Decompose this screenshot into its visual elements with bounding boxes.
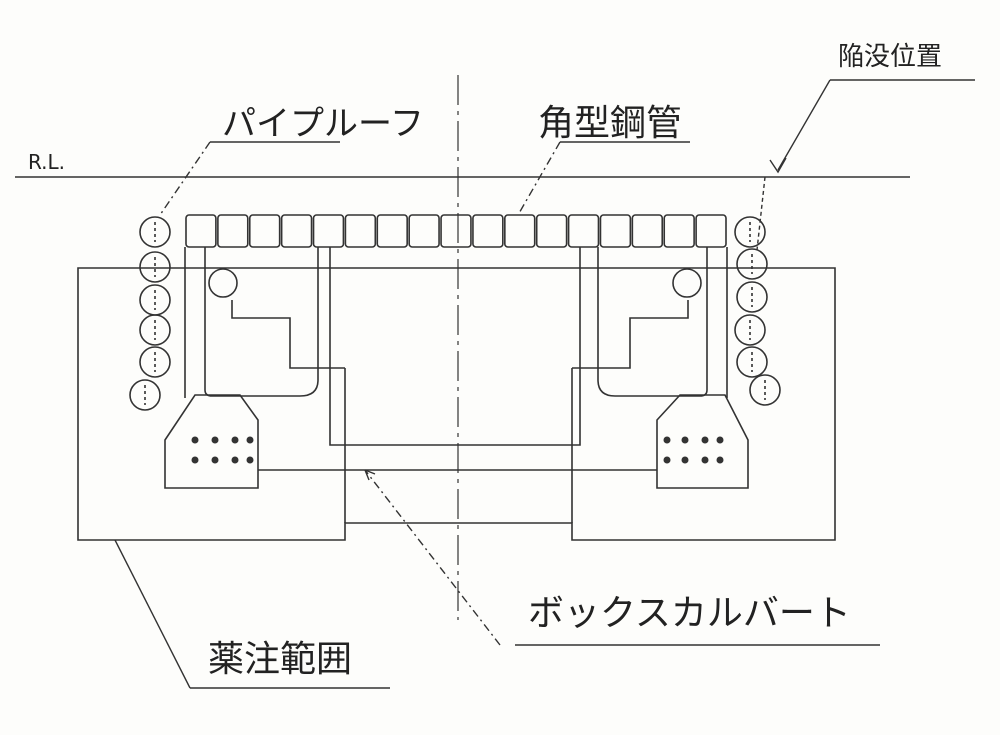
square-steel-pipe-label: 角型鋼管	[538, 103, 683, 144]
rebar-dot	[191, 436, 199, 444]
square-steel-pipe	[344, 214, 377, 248]
pipe-roof-pipe	[736, 248, 768, 280]
pipe-roof-pipe	[139, 251, 171, 283]
rebar-dot	[211, 436, 219, 444]
rebar-dot	[701, 436, 709, 444]
collapse-position-label: 陥没位置	[838, 42, 943, 72]
rebar-dot	[231, 436, 239, 444]
square-steel-pipe	[472, 214, 504, 248]
square-steel-pipe	[408, 214, 440, 248]
square-steel-pipe	[280, 214, 313, 248]
pipe-roof-pipe	[749, 374, 781, 406]
pipe-roof-pipe	[734, 216, 766, 248]
rebar-dot	[191, 456, 199, 464]
square-steel-pipe	[248, 214, 281, 248]
rebar-dot	[716, 456, 724, 464]
square-steel-pipe	[185, 214, 217, 248]
leader-lines	[114, 79, 975, 689]
square-steel-pipe	[217, 214, 249, 248]
square-steel-pipe	[535, 214, 568, 248]
square-steel-pipe	[631, 214, 664, 248]
pipe-roof-label: パイプルーフ	[222, 104, 424, 144]
pipe-roof-pipe	[139, 284, 171, 316]
square-steel-pipe	[599, 214, 632, 248]
pipe-roof-pipe	[139, 314, 171, 346]
rebar-dot	[681, 456, 689, 464]
square-steel-pipe	[376, 214, 408, 248]
square-steel-pipe	[695, 214, 727, 248]
rebar-dot	[663, 436, 671, 444]
pipe-roof-circles	[129, 216, 781, 411]
rebar-dot	[231, 456, 239, 464]
reference-level-label: R.L.	[28, 150, 66, 174]
square-steel-pipe-row	[185, 214, 727, 248]
rebar-dot	[246, 456, 254, 464]
pipe-roof-pipe	[736, 346, 768, 378]
rebar-dot	[716, 436, 724, 444]
rebar-dot	[246, 436, 254, 444]
pipe-roof-pipe	[129, 379, 161, 411]
rebar-dot	[663, 456, 671, 464]
pipe-roof-pipe	[139, 216, 171, 248]
pipe-roof-pipe	[139, 346, 171, 378]
square-steel-pipe	[440, 214, 472, 248]
square-steel-pipe	[567, 214, 600, 248]
box-culvert	[164, 247, 749, 523]
square-steel-pipe	[504, 214, 536, 248]
rebar-dot	[211, 456, 219, 464]
grouting-range-outline	[77, 267, 836, 541]
grouting-range-label: 薬注範囲	[208, 639, 353, 680]
pipe-roof-pipe	[734, 314, 766, 346]
square-steel-pipe	[312, 214, 345, 248]
rebar-dot	[701, 456, 709, 464]
square-steel-pipe	[663, 214, 695, 248]
box-culvert-label: ボックスカルバート	[528, 593, 851, 634]
pipe-roof-pipe	[736, 281, 768, 313]
rebar-dot	[681, 436, 689, 444]
rebar-dots	[191, 436, 724, 464]
